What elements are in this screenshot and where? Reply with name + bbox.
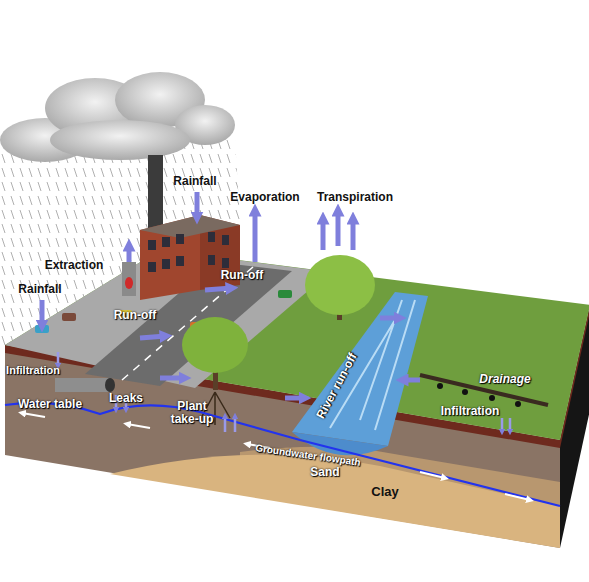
transpiration-arrow	[321, 218, 326, 250]
run-off-arrow	[285, 396, 305, 401]
trees	[182, 255, 375, 425]
process-label: Transpiration	[317, 191, 393, 204]
process-label: Evaporation	[230, 191, 299, 204]
window	[162, 259, 170, 269]
process-label: Infiltration	[441, 405, 500, 418]
process-label: Run-off	[221, 269, 264, 282]
infiltration-arrow	[509, 418, 512, 432]
window	[148, 240, 156, 250]
run-off-arrow	[380, 316, 400, 321]
extraction-arrow	[127, 245, 132, 262]
car	[35, 325, 49, 333]
tree-crown	[182, 317, 248, 373]
factory-roof	[140, 215, 240, 238]
window	[222, 235, 229, 245]
tree-crown	[305, 255, 375, 315]
clay-layer	[110, 455, 560, 548]
process-label: Water table	[18, 398, 82, 411]
rainfall-arrow	[195, 192, 200, 218]
window	[222, 258, 229, 268]
process-label: Rainfall	[18, 283, 61, 296]
drain-hole	[462, 389, 468, 395]
extraction-tower	[122, 262, 136, 296]
window	[176, 256, 184, 266]
process-label: Leaks	[109, 392, 143, 405]
process-label: Infiltration	[6, 364, 60, 376]
flow-arrow	[420, 472, 445, 478]
process-arrows	[42, 192, 420, 398]
window	[162, 237, 170, 247]
seepage-arrows	[58, 352, 510, 432]
transpiration-arrow	[336, 210, 341, 246]
rainfall-arrow	[40, 300, 45, 326]
transpiration-arrow	[351, 218, 356, 250]
plant-take-up-arrow	[224, 416, 227, 432]
plant-take-up-arrow	[234, 416, 237, 432]
sewer-pipe	[55, 378, 110, 392]
process-label: Clay	[371, 485, 398, 499]
evaporation-arrow	[253, 210, 258, 262]
process-label: Rainfall	[173, 175, 216, 188]
window	[208, 255, 215, 265]
process-label: Groundwater flowpath	[255, 442, 362, 468]
drain-hole	[437, 383, 443, 389]
window	[176, 234, 184, 244]
process-label: Extraction	[45, 259, 104, 272]
car	[62, 313, 76, 321]
process-label: Run-off	[114, 309, 157, 322]
process-label: Sand	[310, 466, 339, 479]
cloud-puff	[50, 120, 190, 160]
process-label: Plant take-up	[162, 400, 222, 426]
run-off-arrow	[160, 376, 185, 381]
run-off-arrow	[140, 336, 166, 338]
drain-holes	[437, 383, 521, 407]
drain-hole	[489, 395, 495, 401]
infiltration-arrow	[501, 418, 504, 432]
cloud	[0, 72, 235, 162]
process-label: River run-off	[314, 351, 359, 421]
flow-arrow	[127, 424, 150, 428]
window	[208, 232, 215, 242]
flow-arrow	[505, 494, 530, 500]
run-off-arrow	[205, 288, 232, 290]
cars	[35, 290, 292, 333]
drainage-arrow	[402, 378, 420, 383]
car	[278, 290, 292, 298]
window	[148, 262, 156, 272]
pipe-opening	[105, 378, 115, 392]
water-table-line	[5, 403, 560, 506]
drain-hole	[515, 401, 521, 407]
infiltration-arrow	[57, 352, 60, 366]
extraction-pump	[125, 277, 133, 289]
process-label: Drainage	[479, 373, 530, 386]
flow-arrow	[22, 413, 45, 417]
factory-windows	[148, 232, 229, 272]
river	[292, 292, 428, 446]
groundwater-arrows	[22, 413, 530, 500]
